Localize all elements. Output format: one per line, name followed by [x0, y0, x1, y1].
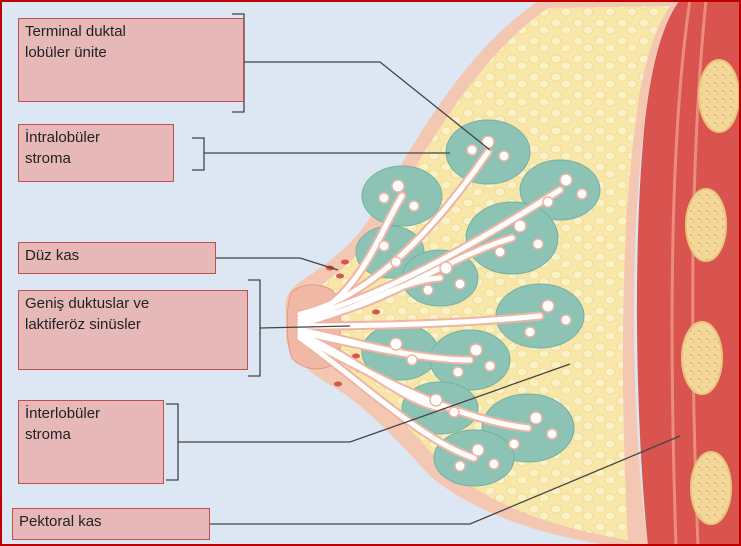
rib	[691, 452, 731, 524]
rib	[699, 60, 739, 132]
rib	[686, 189, 726, 261]
label-interlobular-stroma: İnterlobüler stroma	[18, 400, 164, 484]
label-intralobular-stroma: İntralobüler stroma	[18, 124, 174, 182]
label-wide-ducts: Geniş duktuslar ve laktiferöz sinüsler	[18, 290, 248, 370]
rib	[682, 322, 722, 394]
label-pectoral-muscle: Pektoral kas	[12, 508, 210, 540]
label-smooth-muscle: Düz kas	[18, 242, 216, 274]
label-terminal-duct: Terminal duktal lobüler ünite	[18, 18, 244, 102]
